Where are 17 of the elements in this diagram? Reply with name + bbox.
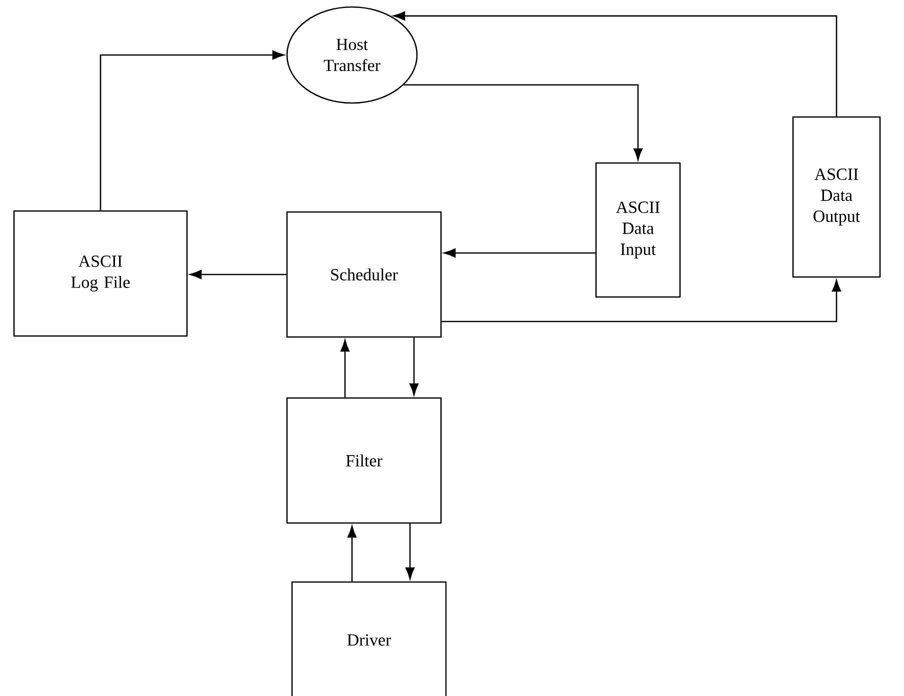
arrow [393, 11, 838, 116]
arrow [190, 270, 286, 280]
ellipse-node: Host Transfer [286, 6, 418, 104]
arrow [340, 340, 350, 398]
process-box: Driver [291, 581, 447, 696]
process-box: ASCII Log File [13, 210, 188, 337]
arrow [444, 248, 596, 258]
arrow [442, 280, 842, 322]
process-box: ASCII Data Input [595, 162, 681, 298]
process-box: Scheduler [286, 211, 442, 338]
arrow [405, 524, 415, 580]
arrow [100, 50, 284, 210]
process-box: Filter [286, 397, 442, 524]
arrow [404, 84, 643, 160]
process-box: ASCII Data Output [792, 116, 881, 278]
arrow [409, 338, 419, 396]
arrow [347, 526, 357, 582]
